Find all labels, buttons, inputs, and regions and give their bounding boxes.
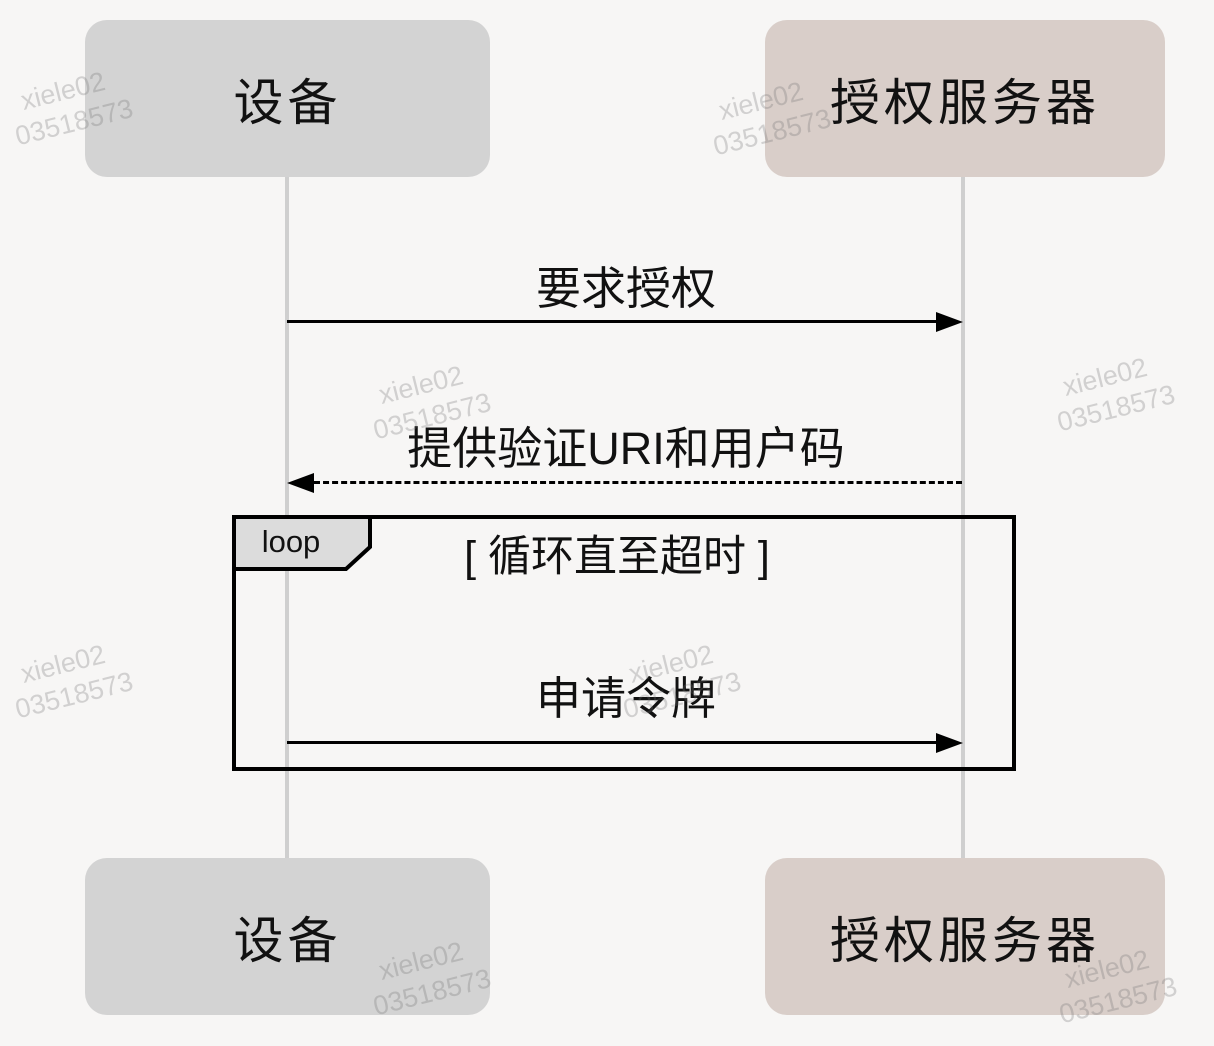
message-request-token-arrowhead-icon [936,733,963,753]
watermark: xiele02 03518573 [12,633,137,724]
actor-auth-server-bottom: 授权服务器 [765,858,1165,1015]
message-request-auth-line [287,320,937,323]
loop-tab-icon [232,515,372,571]
actor-device-top: 设备 [85,20,490,177]
message-provide-uri-line [314,481,962,484]
watermark-line1: xiele02 [1059,352,1151,402]
actor-device-bottom: 设备 [85,858,490,1015]
watermark-line1: xiele02 [375,360,467,410]
loop-operator-label: loop [261,524,321,559]
loop-fragment [232,515,1016,771]
message-request-auth-label: 要求授权 [535,263,716,314]
actor-auth-server-label: 授权服务器 [830,74,1100,131]
message-request-token-line [287,741,937,744]
actor-auth-server-label: 授权服务器 [830,912,1100,969]
message-provide-uri-label: 提供验证URI和用户码 [407,423,845,474]
watermark: xiele02 03518573 [1054,346,1179,437]
message-provide-uri-arrowhead-icon [287,473,314,493]
actor-device-label: 设备 [233,912,342,969]
message-request-token-label: 申请令牌 [535,673,716,724]
message-request-auth-arrowhead-icon [936,312,963,332]
actor-auth-server-top: 授权服务器 [765,20,1165,177]
watermark-line2: 03518573 [1054,379,1179,438]
loop-condition-label: [ 循环直至超时 ] [464,533,770,581]
watermark-line2: 03518573 [12,666,137,725]
watermark-line1: xiele02 [17,639,109,689]
actor-device-label: 设备 [233,74,342,131]
